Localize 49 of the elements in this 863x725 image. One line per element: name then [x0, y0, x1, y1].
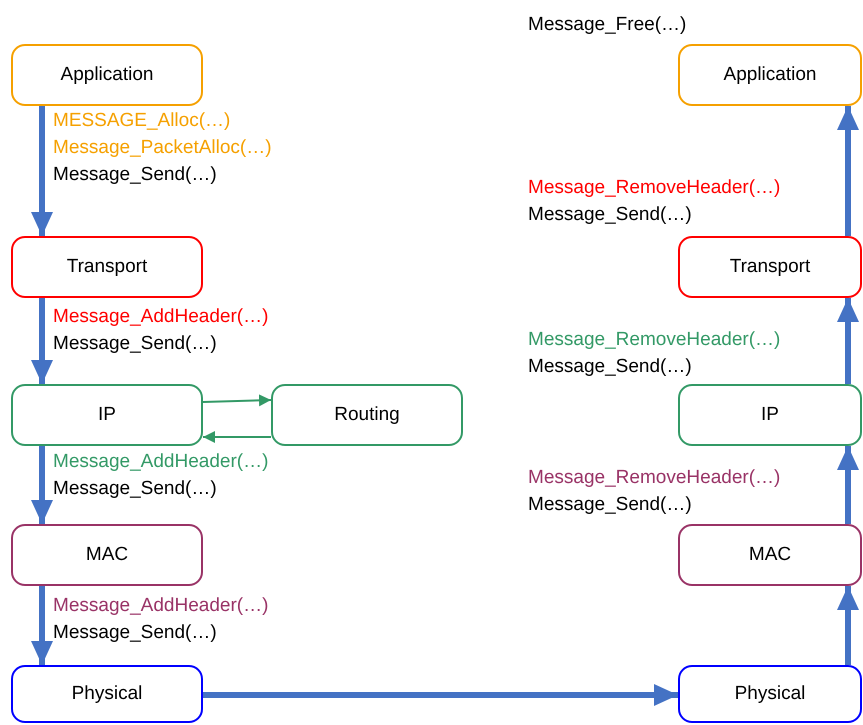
- node-label: Application: [724, 64, 816, 86]
- arrow: [31, 586, 53, 665]
- function-call-label: Message_RemoveHeader(…): [528, 177, 780, 199]
- function-call-label: Message_Send(…): [53, 478, 217, 500]
- function-call-label: Message_Send(…): [528, 204, 692, 226]
- function-call-label: MESSAGE_Alloc(…): [53, 110, 230, 132]
- process-box: [678, 384, 862, 446]
- function-call-label: Message_Send(…): [528, 494, 692, 516]
- function-call-label: Message_AddHeader(…): [53, 451, 268, 473]
- function-call-label: Message_Send(…): [53, 164, 217, 186]
- arrow: [837, 586, 859, 665]
- process-box: [271, 384, 463, 446]
- process-box: [678, 524, 862, 586]
- node-label: MAC: [748, 544, 792, 566]
- node-label: Physical: [72, 683, 142, 705]
- function-call-label: Message_Send(…): [528, 356, 692, 378]
- process-box: [11, 524, 203, 586]
- process-box: [11, 236, 203, 298]
- arrow: [202, 394, 272, 406]
- node-label: Application: [60, 64, 154, 86]
- process-box: [11, 44, 203, 106]
- function-call-label: Message_Free(…): [528, 14, 686, 36]
- function-call-label: Message_RemoveHeader(…): [528, 467, 780, 489]
- node-label: Transport: [730, 256, 810, 278]
- node-label: IP: [98, 404, 116, 426]
- node-label: Routing: [334, 404, 400, 426]
- process-box: [11, 384, 203, 446]
- arrow: [837, 298, 859, 384]
- arrow: [837, 106, 859, 236]
- arrow: [837, 446, 859, 524]
- function-call-label: Message_AddHeader(…): [53, 306, 268, 328]
- function-call-label: Message_AddHeader(…): [53, 595, 268, 617]
- function-call-label: Message_Send(…): [53, 333, 217, 355]
- node-label: IP: [761, 404, 779, 426]
- arrow: [31, 106, 53, 236]
- function-call-label: Message_RemoveHeader(…): [528, 329, 780, 351]
- node-label: MAC: [86, 544, 128, 566]
- arrow: [203, 684, 678, 706]
- arrow: [203, 431, 271, 443]
- arrow: [31, 446, 53, 524]
- function-call-label: Message_Send(…): [53, 622, 217, 644]
- process-box: [678, 665, 862, 723]
- node-label: Physical: [734, 683, 806, 705]
- process-box: [678, 44, 862, 106]
- process-box: [11, 665, 203, 723]
- function-call-label: Message_PacketAlloc(…): [53, 137, 272, 159]
- arrow: [31, 298, 53, 384]
- process-box: [678, 236, 862, 298]
- node-label: Transport: [66, 256, 148, 278]
